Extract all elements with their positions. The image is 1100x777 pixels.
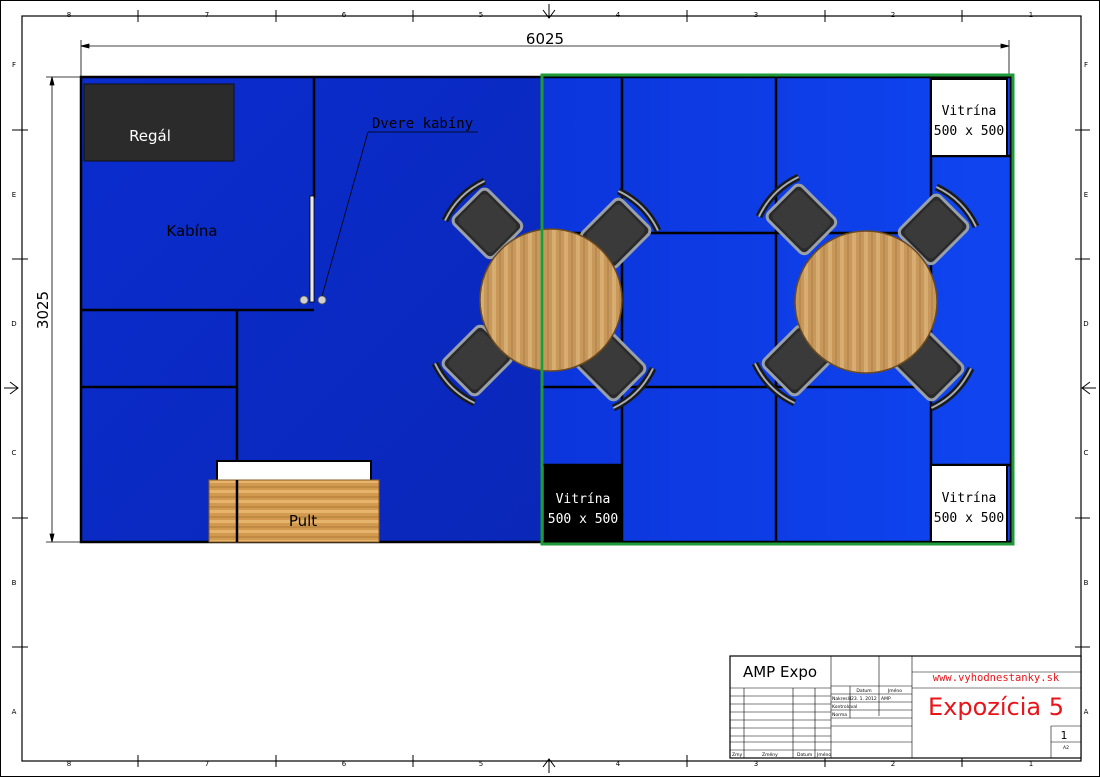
column-label: 1 (1029, 760, 1033, 768)
column-label: 8 (67, 11, 71, 19)
company-name: AMP Expo (743, 663, 817, 681)
counter-top (216, 460, 372, 483)
showcase-size: 500 x 500 (548, 512, 618, 527)
column-label: 5 (479, 760, 483, 768)
sheet-format: A2 (1063, 745, 1069, 751)
shelf-label: Regál (129, 127, 171, 145)
website: www.vyhodnestanky.sk (933, 672, 1060, 684)
column-label: 3 (754, 11, 758, 19)
drawing-frame (21, 15, 1082, 762)
showcase-size: 500 x 500 (934, 511, 1004, 526)
showcase-name: Vitrína (942, 104, 997, 119)
showcase-bottom-right: Vitrína 500 x 500 (930, 464, 1008, 543)
width-dimension-label: 6025 (526, 30, 564, 48)
table-set-1 (431, 177, 661, 411)
column-label: 6 (342, 760, 347, 768)
row-date: 23. 1. 2012 (851, 696, 877, 702)
row-label: Kontroloval (832, 704, 857, 710)
round-table (479, 228, 623, 372)
column-label: 1 (1029, 11, 1033, 19)
height-dimension-label: 3025 (34, 291, 52, 329)
showcase-name: Vitrína (556, 492, 611, 507)
row-labels-right: F E D C B A (1083, 61, 1088, 716)
row-label: A (12, 708, 17, 716)
title-block: AMP Expo www.vyhodnestanky.sk Expozícia … (729, 655, 1082, 759)
column-label: 8 (67, 760, 71, 768)
row-label: F (12, 61, 16, 69)
round-table (794, 230, 938, 374)
cabin-door (299, 195, 327, 305)
column-labels-top: 8 7 6 5 4 3 2 1 (67, 11, 1033, 19)
row-label: B (12, 579, 17, 587)
showcase-bottom-left: Vitrína 500 x 500 (544, 464, 623, 543)
showcase-top-right: Vitrína 500 x 500 (930, 78, 1008, 157)
frame-ticks (12, 10, 1090, 767)
drawing-title: Expozícia 5 (928, 693, 1064, 721)
cabin-label: Kabína (166, 222, 217, 240)
showcase-name: Vitrína (942, 491, 997, 506)
column-label: 7 (205, 760, 209, 768)
row-name: AMP (881, 696, 891, 702)
width-dimension-line (80, 40, 1010, 78)
table-set-2 (751, 173, 979, 411)
height-dimension-line (46, 76, 84, 543)
centering-marks (4, 4, 1096, 773)
row-label: B (1084, 579, 1089, 587)
row-label: D (1083, 320, 1088, 328)
row-label: C (1084, 449, 1089, 457)
counter (208, 479, 380, 543)
revision-header: Jméno (816, 751, 831, 758)
date-header: Datum (856, 688, 871, 694)
row-labels-left: F E D C B A (11, 61, 16, 716)
column-label: 7 (205, 11, 209, 19)
revision-header: Datum (797, 752, 812, 758)
column-label: 5 (479, 11, 483, 19)
door-leader-line (321, 131, 478, 297)
column-label: 3 (754, 760, 758, 768)
column-label: 4 (616, 11, 621, 19)
row-label: A (1084, 708, 1089, 716)
column-label: 6 (342, 11, 347, 19)
revision-header: Zmy (732, 752, 742, 758)
column-labels-bottom: 8 7 6 5 4 3 2 1 (67, 760, 1033, 768)
row-label: E (12, 191, 16, 199)
row-label: D (11, 320, 16, 328)
counter-label: Pult (289, 512, 317, 530)
column-label: 2 (891, 11, 895, 19)
row-label: F (1084, 61, 1088, 69)
sheet-number: 1 (1061, 729, 1068, 742)
row-label: Nakreslil (832, 696, 851, 702)
row-label: E (1084, 191, 1088, 199)
row-label: Norma (832, 712, 847, 718)
revision-header: Změny (762, 751, 778, 758)
cabin-door-label: Dvere kabíny (372, 116, 473, 132)
showcase-size: 500 x 500 (934, 124, 1004, 139)
column-label: 4 (616, 760, 621, 768)
name-header: Jméno (887, 687, 902, 694)
column-label: 2 (891, 760, 895, 768)
highlight-zone (540, 73, 1015, 546)
shelf (83, 83, 235, 162)
row-label: C (12, 449, 17, 457)
